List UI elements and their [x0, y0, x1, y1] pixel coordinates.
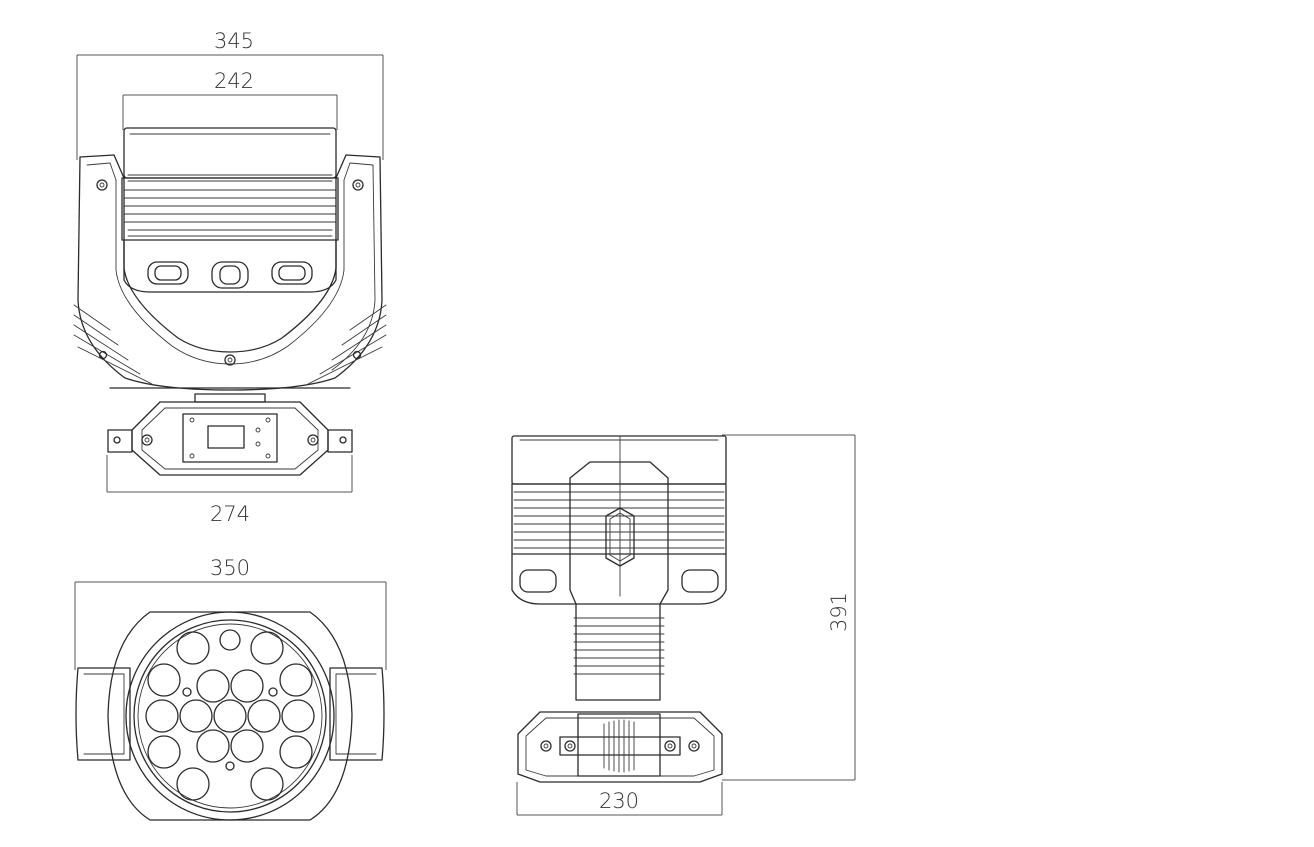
- led-lens: [147, 735, 181, 769]
- dimension-274: 274: [106, 455, 353, 526]
- front-base: [107, 393, 353, 476]
- dimension-242: 242: [122, 69, 338, 130]
- side-base-vent: [603, 719, 635, 773]
- dimension-label-230: 230: [599, 789, 639, 813]
- side-base: [517, 711, 723, 783]
- led-lens: [213, 699, 247, 733]
- led-lens: [230, 669, 264, 703]
- dimension-label-242: 242: [214, 69, 254, 93]
- yoke-outer: [77, 154, 383, 391]
- yoke-screws: [96, 179, 364, 366]
- head-top-cap: [123, 127, 337, 179]
- dimension-label-350: 350: [210, 556, 250, 580]
- side-arm-ribs: [573, 617, 665, 675]
- right-arm: [329, 667, 385, 761]
- side-base-bar: [559, 736, 681, 756]
- lens-ring-inner: [133, 619, 327, 813]
- led-lens: [250, 767, 284, 801]
- side-base-panel: [577, 713, 661, 777]
- dimension-label-274: 274: [210, 502, 250, 526]
- dimension-label-391: 391: [827, 592, 851, 632]
- led-lens: [230, 729, 264, 763]
- display-screen: [207, 425, 245, 449]
- yoke-badge: [605, 507, 635, 567]
- side-yoke-arm: [569, 461, 669, 701]
- yoke-ribs-right: [307, 304, 387, 385]
- led-lens: [219, 629, 241, 651]
- led-lens: [176, 631, 210, 665]
- led-lens: [179, 699, 213, 733]
- side-head-bottom: [511, 553, 727, 605]
- display-panel: [182, 413, 278, 463]
- side-head-top: [511, 435, 727, 485]
- led-lens: [250, 631, 284, 665]
- lens-ring-outer: [125, 611, 335, 821]
- dimension-391: 391: [722, 434, 856, 781]
- led-lenses: [145, 629, 315, 801]
- led-lens: [176, 767, 210, 801]
- lens-view: 350: [74, 556, 387, 821]
- side-head-ports: [519, 569, 719, 593]
- led-lens: [147, 663, 181, 697]
- dimension-230: 230: [516, 782, 723, 816]
- yoke-inner-edge: [86, 162, 376, 371]
- led-lens: [196, 729, 230, 763]
- lens-housing: [107, 611, 353, 821]
- led-lens: [279, 735, 313, 769]
- dimension-345: 345: [76, 29, 384, 160]
- side-head-fins: [511, 483, 727, 555]
- side-view: 391: [511, 434, 856, 816]
- led-lens: [145, 699, 179, 733]
- dimension-label-345: 345: [214, 29, 254, 53]
- head-lower-body: [123, 239, 337, 293]
- led-lens: [196, 669, 230, 703]
- lens-screws: [182, 687, 278, 771]
- led-lens: [279, 663, 313, 697]
- led-lens: [247, 699, 281, 733]
- head-lower-ports: [147, 261, 313, 289]
- left-arm: [75, 667, 131, 761]
- head-cooling-fins: [121, 174, 339, 241]
- led-lens: [281, 699, 315, 733]
- front-view: 345 242: [73, 29, 387, 526]
- dimension-350: 350: [74, 556, 387, 670]
